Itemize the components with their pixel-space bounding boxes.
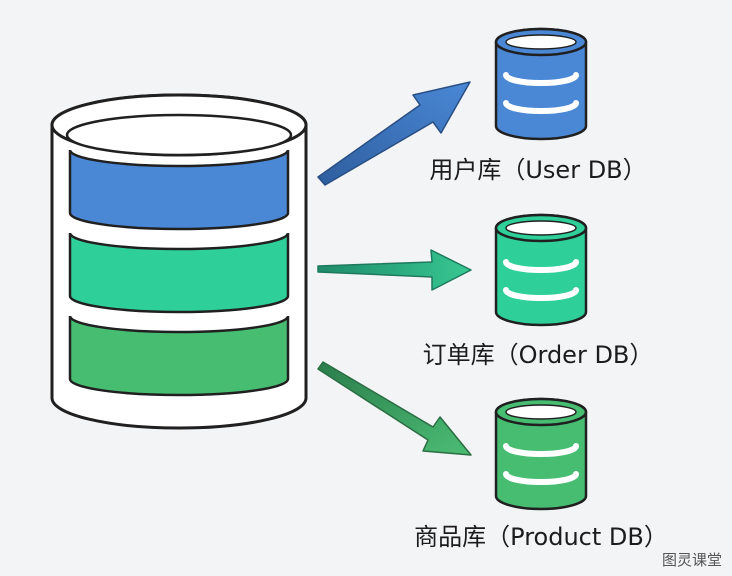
source-segment-teal	[68, 232, 290, 314]
source-segment-blue	[68, 149, 290, 231]
watermark: 图灵课堂	[661, 551, 722, 569]
source-segment-green	[68, 315, 290, 397]
arrow-to-product-db	[317, 361, 472, 456]
product-db-label: 商品库（Product DB）	[414, 523, 668, 551]
arrow-to-order-db	[317, 249, 472, 291]
order-db-label: 订单库（Order DB）	[422, 341, 654, 369]
source-database	[50, 93, 308, 430]
arrow-to-user-db	[317, 81, 471, 186]
product-db-icon	[494, 397, 588, 511]
user-db-label: 用户库（User DB）	[429, 156, 647, 184]
source-db-top-inner	[65, 113, 293, 157]
order-db-icon	[494, 213, 588, 327]
user-db-icon	[494, 27, 588, 141]
